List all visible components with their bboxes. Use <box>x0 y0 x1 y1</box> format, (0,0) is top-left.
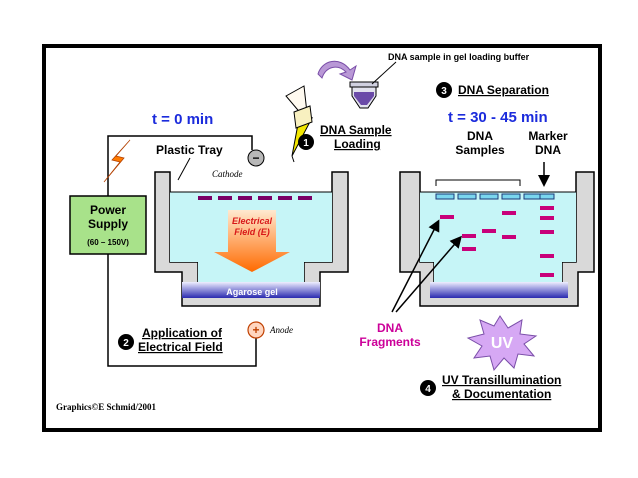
lightning-icon <box>103 139 131 183</box>
cathode-label: Cathode <box>212 169 243 179</box>
plastic-tray-label: Plastic Tray <box>156 143 223 157</box>
step-1-badge <box>298 134 314 150</box>
sample-label: DNA sample in gel loading buffer <box>388 52 530 62</box>
step-1-line1: DNA Sample <box>320 123 392 137</box>
left-tank <box>154 171 349 307</box>
samples-label-line1: DNA <box>467 129 493 143</box>
step-3-line1: DNA Separation <box>458 83 549 97</box>
cathode-icon <box>247 149 265 167</box>
tray-pointer <box>177 157 191 181</box>
samples-bracket <box>435 179 521 186</box>
left-agarose-gel <box>182 282 320 298</box>
fragments-label-line2: Fragments <box>359 335 421 349</box>
left-wells <box>198 196 312 200</box>
cathode-symbol: − <box>252 151 259 165</box>
step-4-badge <box>420 380 436 396</box>
step-4-number: 4 <box>425 384 431 395</box>
anode-icon <box>247 321 265 339</box>
step-2-number: 2 <box>123 338 129 349</box>
step-4-line1: UV Transillumination <box>442 373 561 387</box>
anode-label: Anode <box>269 325 293 335</box>
marker-label-line1: Marker <box>528 129 568 143</box>
fragment-arrows <box>391 219 462 313</box>
right-wells <box>435 193 555 200</box>
step-1-number: 1 <box>303 138 309 149</box>
anode-symbol: + <box>252 323 259 337</box>
step-4-line2: & Documentation <box>452 387 551 401</box>
dna-bands <box>440 206 554 277</box>
power-label-line2: Supply <box>88 217 128 231</box>
step-2-line2: Electrical Field <box>138 340 223 354</box>
uv-label: UV <box>491 335 514 352</box>
power-wires <box>107 135 257 367</box>
step-3-badge <box>436 82 452 98</box>
step-1-line2: Loading <box>334 137 381 151</box>
power-label-line1: Power <box>90 203 126 217</box>
transfer-arrow-icon <box>317 60 357 81</box>
sample-tube-icon <box>349 81 379 109</box>
uv-burst-icon <box>466 315 538 372</box>
step-2-line1: Application of <box>142 326 223 340</box>
right-agarose-gel <box>430 282 568 298</box>
right-time-label: t = 30 - 45 min <box>448 109 548 126</box>
power-label-line3: (60 – 150V) <box>87 238 129 247</box>
step-3-number: 3 <box>441 86 447 97</box>
credit-label: Graphics©E Schmid/2001 <box>56 402 156 412</box>
power-supply <box>69 195 147 255</box>
sample-pointer <box>371 61 397 85</box>
marker-label-line2: DNA <box>535 143 561 157</box>
left-gel-label: Agarose gel <box>226 287 278 297</box>
left-time-label: t = 0 min <box>152 111 213 128</box>
samples-label-line2: Samples <box>455 143 505 157</box>
step-2-badge <box>118 334 134 350</box>
fragments-label-line1: DNA <box>377 321 403 335</box>
field-label-line2: Field (E) <box>234 227 270 237</box>
electrical-field-arrow <box>214 210 290 272</box>
field-label-line1: Electrical <box>232 216 273 226</box>
